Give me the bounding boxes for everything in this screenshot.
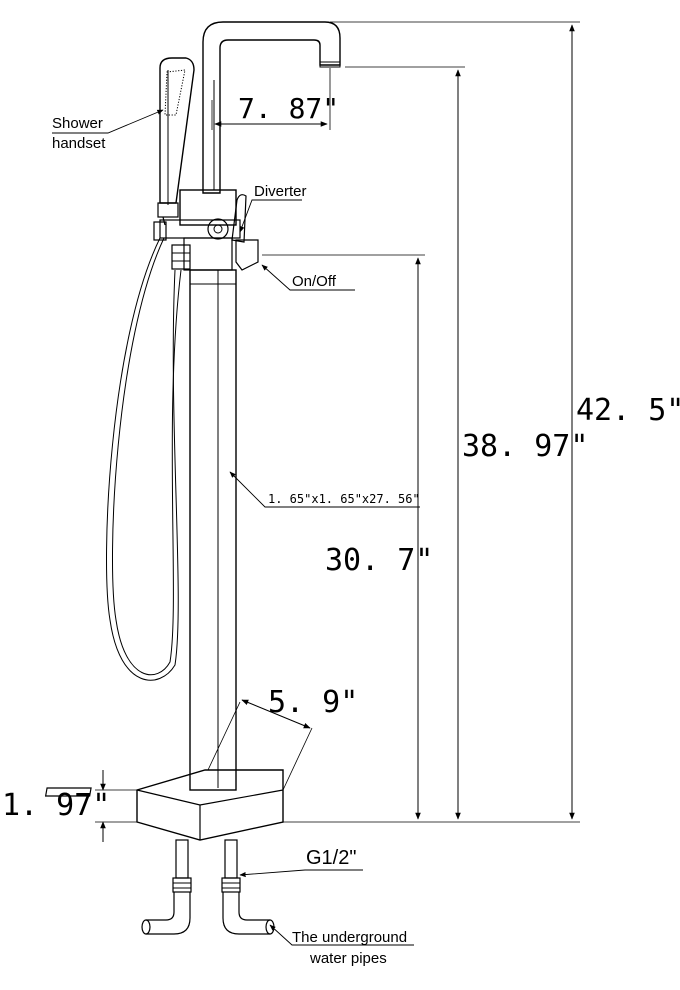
dim-total-height: 42. 5"	[576, 393, 680, 428]
dim-base-width: 5. 9"	[268, 685, 358, 720]
valve-block	[159, 189, 241, 271]
dim-spout-height: 38. 97"	[462, 429, 588, 464]
label-thread: G1/2"	[306, 847, 356, 869]
dim-base-height: 1. 97"	[2, 788, 110, 823]
label-on-off: On/Off	[292, 273, 337, 290]
dimension-lines	[95, 21, 580, 842]
inlet-pipe-right	[221, 839, 275, 935]
label-pipe-size: 1. 65"x1. 65"x27. 56"	[268, 492, 420, 506]
label-shower-handset-1: Shower	[52, 115, 103, 132]
label-underground-1: The underground	[292, 929, 407, 946]
label-diverter: Diverter	[254, 183, 307, 200]
shower-hose	[106, 237, 179, 681]
vertical-pipe	[189, 269, 237, 791]
leader-lines	[52, 109, 420, 946]
dim-spout-reach: 7. 87"	[238, 92, 339, 125]
shower-handset	[153, 57, 195, 241]
onoff-handle	[235, 239, 259, 271]
diverter-lever	[231, 194, 247, 243]
inlet-pipe-left	[141, 839, 192, 935]
label-underground-2: water pipes	[309, 950, 387, 967]
label-shower-handset-2: handset	[52, 135, 106, 152]
dim-handle-height: 30. 7"	[325, 543, 433, 578]
dim-line-base-width	[241, 699, 311, 729]
